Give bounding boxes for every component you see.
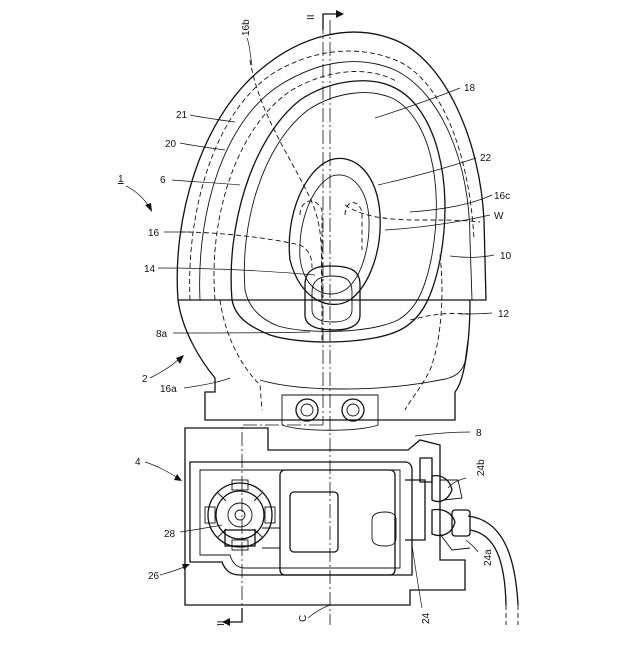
valve-24a	[432, 510, 470, 551]
leader-12	[460, 313, 492, 314]
channel-10	[405, 255, 442, 410]
bowl-inner-opening	[231, 81, 445, 342]
label-20: 20	[165, 139, 177, 150]
leader-10	[450, 255, 494, 257]
arrowhead-26	[182, 564, 190, 570]
flush-channel-16c	[345, 205, 480, 222]
drain-outlet-inner	[312, 276, 352, 322]
label-24a: 24a	[483, 549, 494, 566]
label-8: 8	[476, 428, 482, 439]
water-surface-outline	[289, 158, 380, 304]
label-22: 22	[480, 153, 492, 164]
label-21: 21	[176, 110, 188, 121]
arrow-4	[145, 462, 178, 478]
section-label-bottom: II	[216, 620, 227, 626]
label-w: W	[494, 211, 504, 222]
section-line-jog	[242, 425, 323, 620]
tank-valve-block	[290, 492, 338, 552]
label-16a: 16a	[160, 384, 177, 395]
label-c: C	[298, 615, 309, 622]
label-6: 6	[160, 175, 166, 186]
label-16c: 16c	[494, 191, 510, 202]
rim-water-channel	[190, 51, 474, 300]
arrow-2	[150, 358, 180, 378]
label-2: 2	[142, 374, 148, 385]
label-1: 1	[118, 174, 124, 185]
supply-pipe-24	[405, 480, 425, 540]
leader-24a	[466, 540, 478, 552]
label-12: 12	[498, 309, 510, 320]
leader-16a	[184, 378, 230, 388]
label-24: 24	[421, 612, 432, 624]
leader-8	[415, 432, 470, 436]
leader-22	[378, 158, 476, 185]
label-8a: 8a	[156, 329, 168, 340]
label-14: 14	[144, 264, 156, 275]
leader-28	[180, 525, 222, 532]
leader-24	[412, 545, 422, 608]
section-arrowhead-top	[336, 10, 344, 18]
label-28: 28	[164, 529, 176, 540]
rear-housing-26	[185, 428, 465, 605]
leader-21	[190, 115, 235, 122]
leader-c	[308, 605, 330, 618]
leader-14	[158, 268, 315, 275]
label-16b: 16b	[241, 19, 252, 36]
bowl-rim-inner-line	[200, 62, 472, 300]
leader-8a	[173, 332, 310, 333]
toilet-body-outline	[178, 300, 470, 420]
leader-W	[385, 215, 490, 230]
tank-outlet-cap	[372, 512, 396, 546]
label-18: 18	[464, 83, 476, 94]
arrowhead-2	[176, 355, 184, 364]
label-10: 10	[500, 251, 512, 262]
leader-16b	[247, 38, 252, 65]
mounting-boss-right	[342, 399, 364, 421]
rear-channel-16a	[220, 300, 262, 410]
mounting-boss-left	[296, 399, 318, 421]
functional-unit-4	[190, 462, 412, 575]
leader-6	[172, 180, 240, 185]
label-16: 16	[148, 228, 160, 239]
rim-channel-inner	[214, 72, 398, 300]
arrowhead-1	[145, 203, 152, 212]
arrow-26	[160, 566, 186, 575]
section-label-top: II	[306, 14, 317, 20]
supply-hose-inner	[470, 530, 506, 605]
supply-hose-continuation	[506, 605, 518, 625]
leader-16c	[410, 195, 492, 212]
arrowhead-4	[174, 474, 182, 481]
leader-20	[180, 143, 225, 150]
label-4: 4	[135, 457, 141, 468]
valve-24b	[420, 458, 462, 502]
pump-motor-28	[205, 480, 280, 550]
leader-18	[375, 88, 460, 118]
label-26: 26	[148, 571, 160, 582]
label-24b: 24b	[476, 459, 487, 476]
